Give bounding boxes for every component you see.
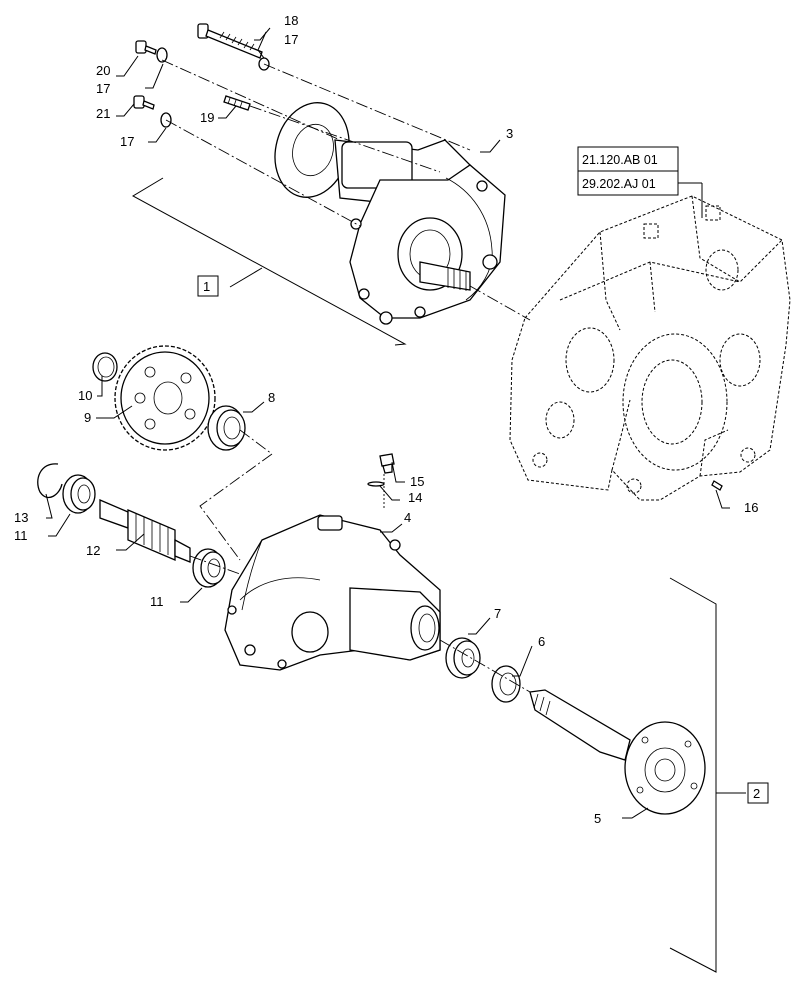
reference-box-2 — [577, 170, 679, 196]
callout-8: 8 — [268, 390, 275, 405]
part-19-stud — [223, 95, 251, 111]
part-17-washer-top — [258, 57, 270, 71]
part-11-bearing-upper — [62, 474, 96, 514]
part-10-snap-ring — [92, 352, 118, 382]
part-14-o-ring — [367, 481, 385, 487]
callout-17-top: 17 — [284, 32, 298, 47]
callout-3: 3 — [506, 126, 513, 141]
callout-11-upper: 11 — [14, 528, 28, 543]
callout-14: 14 — [408, 490, 422, 505]
part-20-bolt — [135, 40, 157, 55]
reference-code-2: 29.202.AJ 01 — [582, 177, 656, 191]
callout-17-bottom: 17 — [120, 134, 134, 149]
callout-17-mid: 17 — [96, 81, 110, 96]
part-4-reduction-housing — [224, 514, 441, 671]
callout-11-lower: 11 — [150, 594, 164, 609]
part-5-axle-shaft — [529, 689, 706, 815]
transmission-housing — [509, 195, 791, 501]
callout-16: 16 — [744, 500, 758, 515]
part-15-plug — [379, 453, 395, 474]
callout-4: 4 — [404, 510, 411, 525]
callout-7: 7 — [494, 606, 501, 621]
group-label-box-2 — [747, 782, 769, 804]
callout-9: 9 — [84, 410, 91, 425]
callout-15: 15 — [410, 474, 424, 489]
part-17-washer-mid — [156, 47, 168, 63]
part-16-pin — [711, 480, 723, 491]
callout-5: 5 — [594, 811, 601, 826]
part-9-gear — [114, 345, 216, 451]
group-label-box-1 — [197, 275, 219, 297]
callout-10: 10 — [78, 388, 92, 403]
leader-lines — [45, 27, 730, 819]
callout-21: 21 — [96, 106, 110, 121]
part-13-circlip — [37, 463, 63, 499]
callout-labels: 3 4 5 6 7 8 9 10 11 11 12 13 14 15 16 17… — [14, 13, 760, 826]
callout-13: 13 — [14, 510, 28, 525]
part-3-pto-housing — [274, 102, 506, 325]
center-lines — [161, 59, 531, 693]
callout-12: 12 — [86, 543, 100, 558]
callout-18: 18 — [284, 13, 298, 28]
part-8-bearing — [207, 405, 246, 451]
callout-20: 20 — [96, 63, 110, 78]
reference-boxes — [577, 146, 703, 218]
part-11-bearing-lower — [192, 548, 226, 588]
group-bracket-1 — [131, 177, 407, 346]
part-21-bolt — [133, 95, 155, 110]
callout-6: 6 — [538, 634, 545, 649]
part-12-splined-shaft — [99, 499, 191, 563]
reference-box-1 — [577, 146, 679, 172]
part-18-bolt — [197, 23, 263, 59]
callout-19: 19 — [200, 110, 214, 125]
group-label-2: 2 — [753, 786, 760, 801]
group-label-1: 1 — [203, 279, 210, 294]
part-7-bearing — [445, 637, 481, 679]
group-bracket-2 — [669, 577, 769, 973]
reference-code-1: 21.120.AB 01 — [582, 153, 658, 167]
